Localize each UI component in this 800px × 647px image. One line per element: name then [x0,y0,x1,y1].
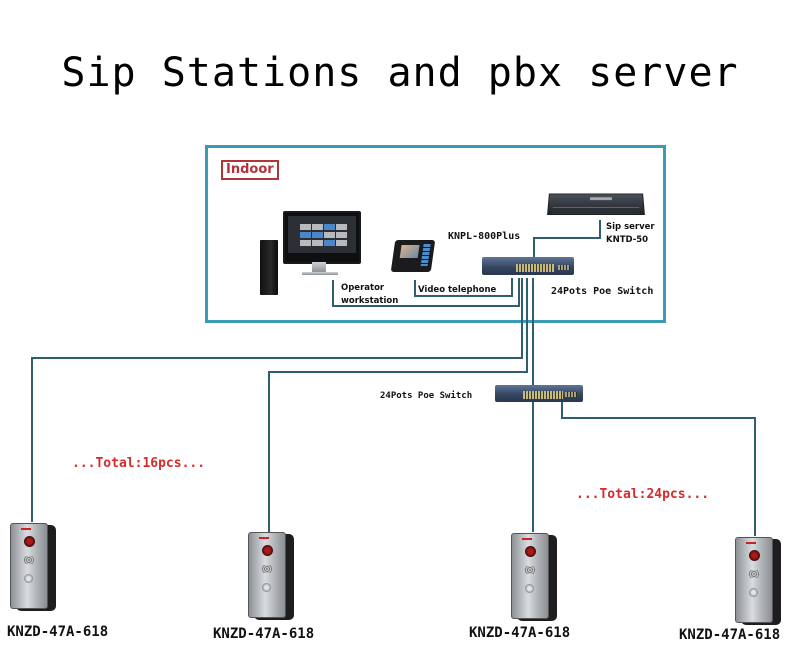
sip-server-label-line1: Sip server [606,222,655,232]
main-switch-label: 24Pots Poe Switch [551,286,654,297]
sip-server-icon [547,193,645,215]
video-telephone-model: KNPL-800Plus [448,231,521,242]
sip-station-3 [511,533,557,621]
sip-server-label: Sip server KNTD-50 [606,221,655,247]
sip-station-1 [10,523,56,611]
wire-switch-to-station-2 [268,278,528,532]
wire-switch-to-station-1 [31,278,523,522]
wire-phone-to-switch [414,278,513,297]
secondary-switch-label: 24Pots Poe Switch [380,391,473,401]
main-poe-switch-icon [482,257,574,275]
monitor-icon [283,211,361,264]
station-2-model: KNZD-47A-618 [213,626,315,642]
indoor-zone [205,145,666,323]
indoor-label: Indoor [221,160,279,180]
station-4-model: KNZD-47A-618 [679,627,781,643]
video-telephone-label: Video telephone [418,285,497,295]
pc-tower-icon [260,240,278,295]
video-telephone-icon [390,240,436,272]
operator-label-line2: workstation [341,296,399,306]
monitor-stand [312,262,326,272]
wire-operator-to-switch [332,278,520,307]
total-right: ...Total:24pcs... [576,487,710,502]
diagram-title: Sip Stations and pbx server [61,50,739,96]
total-left: ...Total:16pcs... [72,456,206,471]
sip-station-4 [735,537,781,625]
operator-label-line1: Operator [341,283,385,293]
secondary-poe-switch-icon [495,385,583,402]
wire-secondary-to-station-4 [561,402,756,536]
sip-server-label-line2: KNTD-50 [606,235,649,245]
operator-workstation-label: Operator workstation [341,282,398,308]
monitor-base [302,272,338,275]
station-1-model: KNZD-47A-618 [7,624,109,640]
wire-server-to-switch [533,220,601,262]
station-3-model: KNZD-47A-618 [469,625,571,641]
sip-station-2 [248,532,294,620]
